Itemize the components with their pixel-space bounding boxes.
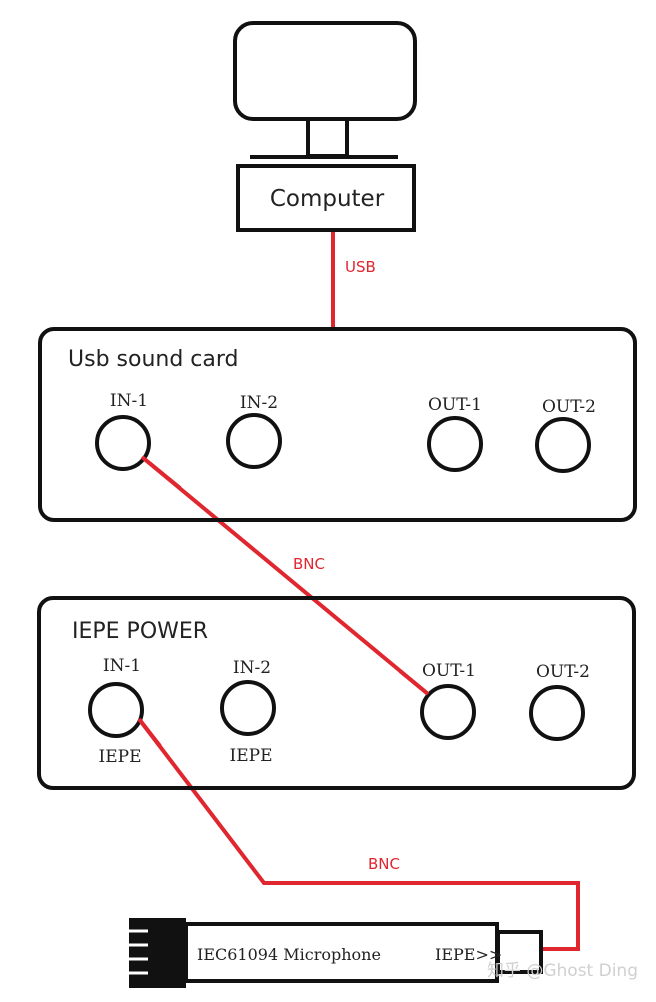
- cable-ends: [137, 455, 430, 748]
- iepe-port-label-out-1: OUT-1: [422, 661, 476, 681]
- watermark: 知乎 @Ghost Ding: [487, 961, 638, 981]
- usb-cable-label: USB: [345, 258, 376, 276]
- iepe-port-out-1: [420, 684, 476, 740]
- microphone: IEC61094 Microphone IEPE>>: [129, 918, 543, 988]
- monitor-stand: [306, 117, 349, 158]
- bnc-cable-end-iepe-in: [137, 717, 162, 748]
- microphone-label: IEC61094 Microphone: [197, 945, 381, 964]
- sound-card-port-out-2: [535, 417, 591, 473]
- iepe-sublabel-in-1: IEPE: [99, 747, 142, 767]
- iepe-power-unit: IEPE POWER IN-1 IN-2 OUT-1 OUT-2 IEPE IE…: [37, 596, 636, 790]
- sound-card-port-label-in-1: IN-1: [110, 391, 148, 411]
- bnc-cable-soundcard-to-iepe: [140, 455, 430, 696]
- iepe-port-label-in-1: IN-1: [103, 656, 141, 676]
- bnc-lower-label: BNC: [368, 855, 400, 873]
- sound-card-port-in-2: [226, 413, 282, 469]
- bnc-upper-label: BNC: [293, 555, 325, 573]
- sound-card-port-out-1: [427, 416, 483, 472]
- usb-sound-card: Usb sound card IN-1 IN-2 OUT-1 OUT-2: [38, 327, 637, 522]
- iepe-port-out-2: [529, 685, 585, 741]
- sound-card-port-in-1: [95, 415, 151, 471]
- monitor-screen: [233, 21, 417, 121]
- iepe-power-title: IEPE POWER: [72, 619, 208, 644]
- iepe-port-label-in-2: IN-2: [233, 658, 271, 678]
- iepe-port-in-2: [220, 680, 276, 736]
- iepe-sublabel-in-2: IEPE: [230, 746, 273, 766]
- bnc-cable-end-sound-card: [140, 455, 182, 490]
- sound-card-port-label-out-1: OUT-1: [428, 395, 482, 415]
- sound-card-title: Usb sound card: [68, 347, 239, 372]
- sound-card-port-label-out-2: OUT-2: [542, 397, 596, 417]
- computer: Computer: [233, 21, 417, 232]
- bnc-cable-end-iepe-out: [398, 669, 430, 696]
- microphone-head: [129, 918, 186, 988]
- iepe-port-label-out-2: OUT-2: [536, 662, 590, 682]
- computer-unit: [236, 164, 416, 232]
- sound-card-body: [38, 327, 637, 522]
- microphone-connector-label: IEPE>>: [435, 945, 502, 964]
- computer-label: Computer: [270, 186, 385, 212]
- sound-card-port-label-in-2: IN-2: [240, 393, 278, 413]
- bnc-cable-iepe-to-microphone: [137, 717, 580, 951]
- iepe-power-body: [37, 596, 636, 790]
- cables: [137, 232, 580, 951]
- microphone-connector: [496, 930, 543, 974]
- microphone-grille: [129, 929, 148, 975]
- iepe-port-in-1: [88, 682, 144, 738]
